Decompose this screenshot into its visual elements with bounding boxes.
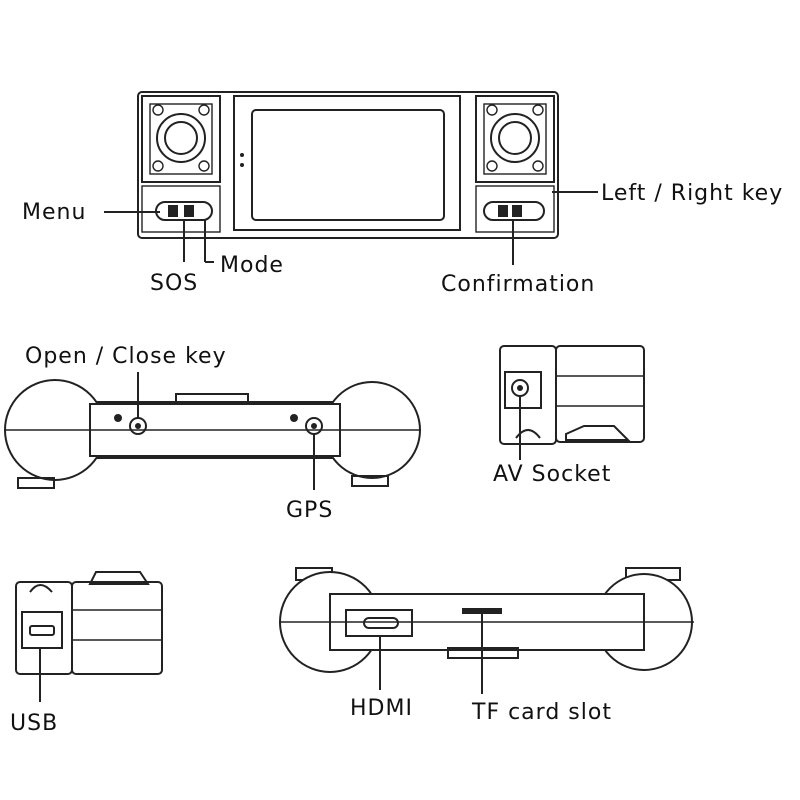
- tf-card-slot-label: TF card slot: [471, 700, 612, 725]
- usb-label: USB: [10, 711, 58, 736]
- av-socket-label: AV Socket: [493, 462, 611, 487]
- right-lens: [490, 113, 540, 163]
- side-view-av: AV Socket: [493, 345, 645, 487]
- screen: [251, 109, 445, 221]
- top-view: Open / Close key GPS: [4, 344, 421, 523]
- confirmation-label: Confirmation: [441, 272, 595, 297]
- gps-label: GPS: [286, 498, 333, 523]
- usb-port: [29, 625, 55, 636]
- hdmi-label: HDMI: [350, 696, 413, 721]
- mode-label: Mode: [220, 253, 284, 278]
- screen-frame: [233, 95, 461, 231]
- open-close-key-label: Open / Close key: [25, 344, 227, 369]
- left-lens: [156, 113, 206, 163]
- hdmi-port: [363, 617, 399, 629]
- tf-card-slot: [462, 608, 502, 614]
- sos-label: SOS: [150, 271, 198, 296]
- menu-label: Menu: [22, 200, 86, 225]
- front-body: [137, 91, 559, 239]
- front-view: Menu SOS Mode Left / Right key Confirmat…: [22, 91, 783, 297]
- side-view-usb: USB: [10, 571, 163, 736]
- right-camera-module: [475, 95, 555, 183]
- left-camera-module: [141, 95, 221, 183]
- bottom-view: HDMI TF card slot: [279, 567, 694, 725]
- left-right-key-label: Left / Right key: [601, 181, 783, 206]
